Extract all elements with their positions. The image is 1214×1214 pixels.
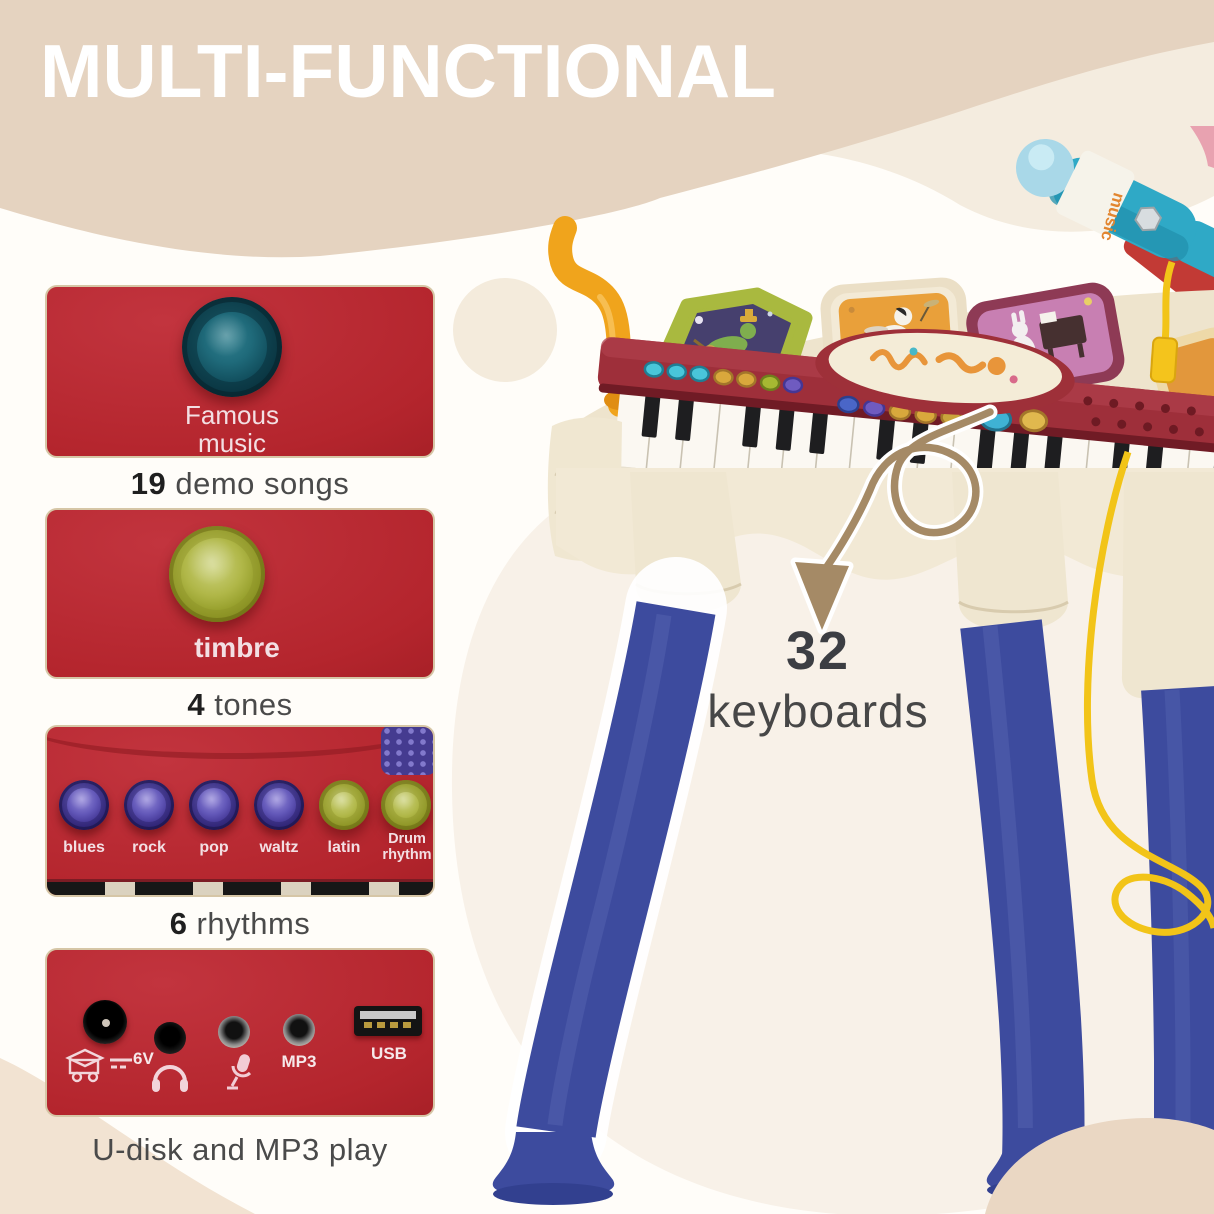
callout-32-keyboards: 32 keyboards <box>668 620 968 738</box>
caption-demo-songs: 19 demo songs <box>130 466 350 501</box>
label-blues: blues <box>63 839 105 856</box>
rhythm-button-rock[interactable] <box>124 780 174 830</box>
panel-timbre: timbre <box>45 508 435 679</box>
caption-timbre: 4 tones <box>187 687 293 722</box>
label-latin: latin <box>327 839 361 856</box>
label-rock: rock <box>132 839 166 856</box>
panel-rhythms: blues rock pop waltz latin Drum rhythm <box>45 725 435 897</box>
drum-pad <box>815 328 1075 416</box>
usb-label: USB <box>371 1044 407 1063</box>
label-pop: pop <box>199 839 229 856</box>
headphone-jack[interactable] <box>154 1022 186 1054</box>
page-title: MULTI-FUNCTIONAL <box>40 29 776 113</box>
panel-ridge <box>47 727 433 759</box>
panel-demo-songs: Famous music <box>45 285 435 458</box>
rhythm-button-latin[interactable] <box>319 780 369 830</box>
famous-music-label: Famous music <box>185 400 279 458</box>
corner-toy-piece <box>1190 126 1214 168</box>
keys-hint <box>47 882 433 895</box>
panel-ports: 6V MP3 USB <box>45 948 435 1117</box>
rhythm-button-waltz[interactable] <box>254 780 304 830</box>
famous-music-button[interactable] <box>182 297 282 397</box>
corner-blob <box>985 1118 1214 1214</box>
callout-number: 32 <box>785 621 851 681</box>
headphone-icon <box>152 1065 188 1092</box>
dc-icon <box>110 1058 132 1069</box>
timbre-button[interactable] <box>169 526 265 622</box>
label-drum-rhythm: Drum rhythm <box>382 831 432 864</box>
usb-port[interactable] <box>354 1006 422 1036</box>
rhythm-button-drum[interactable] <box>381 780 431 830</box>
timbre-label: timbre <box>194 632 280 663</box>
mp3-jack[interactable] <box>283 1014 315 1046</box>
mic-icon <box>227 1054 252 1090</box>
callout-label: keyboards <box>707 685 929 737</box>
power-cart-icon <box>65 1048 105 1083</box>
caption-rhythms: 6 rhythms <box>169 906 311 941</box>
caption-ports: U-disk and MP3 play <box>92 1132 388 1167</box>
mp3-label: MP3 <box>281 1052 317 1071</box>
power-pin <box>102 1019 110 1027</box>
mic-jack[interactable] <box>218 1016 250 1048</box>
power-label: 6V <box>133 1049 154 1068</box>
arrow <box>790 404 998 635</box>
keys-hint-red <box>47 879 433 884</box>
legs <box>492 557 1214 1205</box>
rhythm-button-pop[interactable] <box>189 780 239 830</box>
speaker-grid <box>381 727 433 775</box>
rhythm-button-blues[interactable] <box>59 780 109 830</box>
label-waltz: waltz <box>259 839 299 856</box>
mic-cable <box>1083 260 1214 936</box>
